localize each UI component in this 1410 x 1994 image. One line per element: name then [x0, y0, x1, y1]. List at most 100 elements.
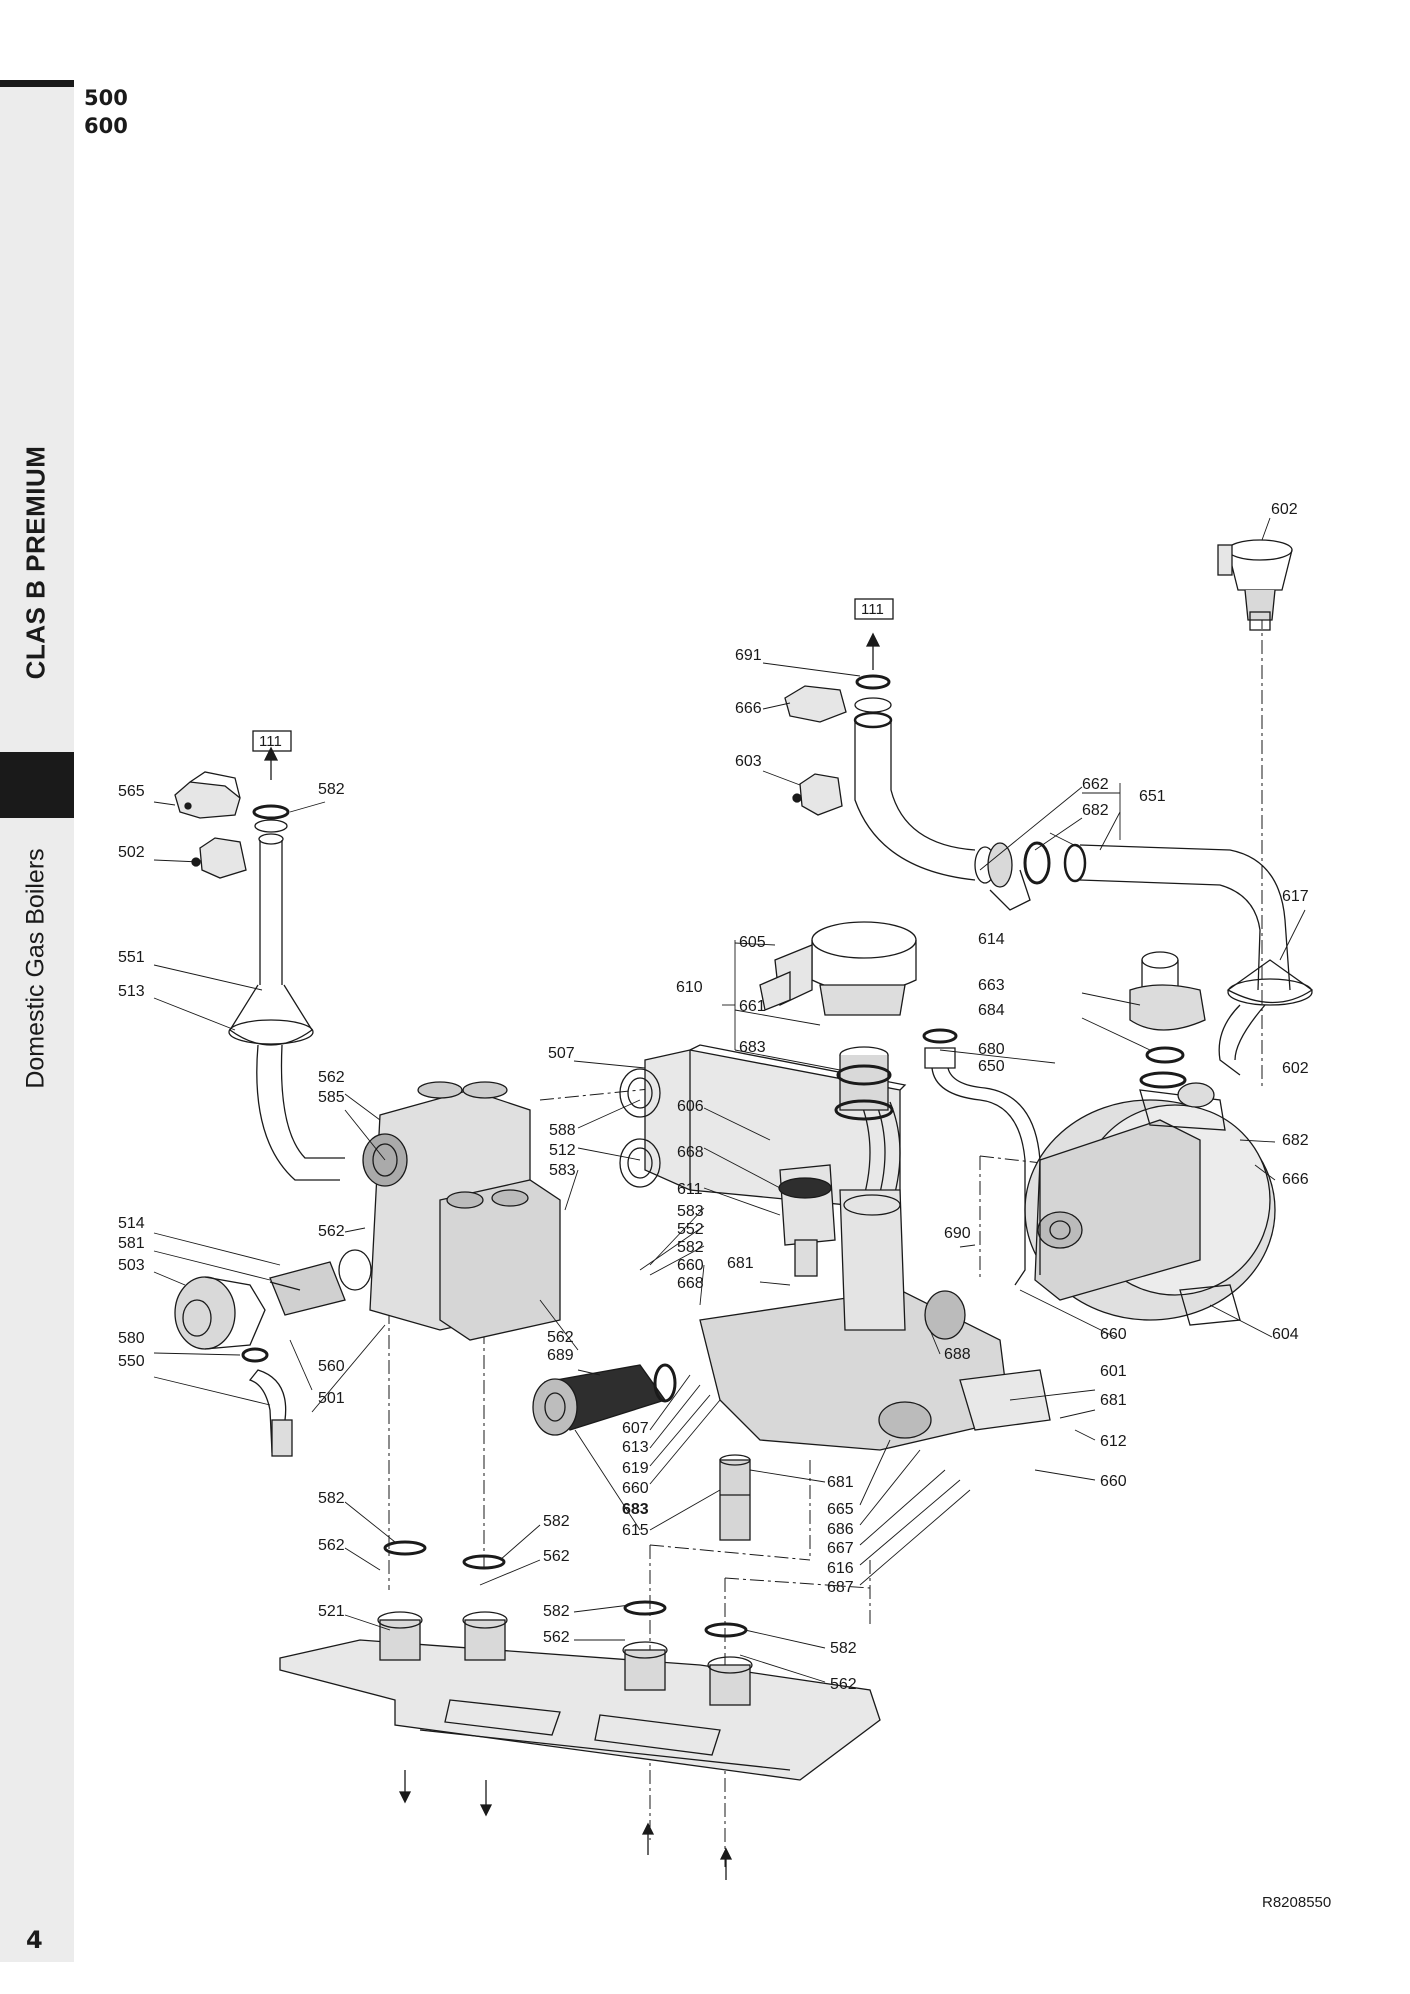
label-552: 552 [677, 1221, 704, 1238]
label-666: 666 [735, 700, 762, 717]
label-562: 562 [318, 1069, 345, 1086]
label-550: 550 [118, 1353, 145, 1370]
label-583: 583 [549, 1162, 576, 1179]
pressure-sensor-602 [1217, 539, 1293, 631]
label-521: 521 [318, 1603, 345, 1620]
label-660: 660 [622, 1480, 649, 1497]
clip-603 [792, 773, 843, 816]
o-ring-582 [623, 1600, 667, 1616]
label-681: 681 [1100, 1392, 1127, 1409]
label-582: 582 [543, 1513, 570, 1530]
label-607: 607 [622, 1420, 649, 1437]
label-684: 684 [978, 1002, 1005, 1019]
label-668: 668 [677, 1275, 704, 1292]
clip-565 [174, 771, 241, 819]
label-691: 691 [735, 647, 762, 664]
label-660: 660 [677, 1257, 704, 1274]
label-582: 582 [318, 1490, 345, 1507]
part-labels: 602 691 666 603 662 682 651 617 565 582 … [118, 501, 1309, 1693]
label-507: 507 [548, 1045, 575, 1062]
label-612: 612 [1100, 1433, 1127, 1450]
label-562: 562 [318, 1223, 345, 1240]
label-501: 501 [318, 1390, 345, 1407]
label-681: 681 [727, 1255, 754, 1272]
label-666: 666 [1282, 1171, 1309, 1188]
label-502: 502 [118, 844, 145, 861]
label-582: 582 [677, 1239, 704, 1256]
label-602: 602 [1271, 501, 1298, 518]
label-688: 688 [944, 1346, 971, 1363]
pump-604 [1024, 1089, 1276, 1326]
label-682: 682 [1082, 802, 1109, 819]
model-number-2: 600 [84, 114, 128, 138]
sidebar-top-rule [0, 80, 74, 87]
label-690: 690 [944, 1225, 971, 1242]
label-588: 588 [549, 1122, 576, 1139]
label-581: 581 [118, 1235, 145, 1252]
label-603: 603 [735, 753, 762, 770]
model-number-1: 500 [84, 86, 128, 110]
label-582: 582 [830, 1640, 857, 1657]
label-617: 617 [1282, 888, 1309, 905]
hydraulic-block-501 [362, 1081, 561, 1341]
o-ring-582 [462, 1554, 506, 1570]
flow-arrows [398, 1770, 733, 1880]
label-582: 582 [543, 1603, 570, 1620]
label-611: 611 [677, 1181, 703, 1198]
heat-exchanger-507 [619, 1044, 907, 1211]
label-660: 660 [1100, 1326, 1127, 1343]
label-616: 616 [827, 1560, 854, 1577]
cartridge-689 [532, 1363, 677, 1436]
label-551: 551 [118, 949, 145, 966]
label-562: 562 [547, 1329, 574, 1346]
label-562: 562 [830, 1676, 857, 1693]
connector-514 [269, 1249, 372, 1316]
clip-666 [784, 685, 847, 723]
gas-valve-610 [759, 921, 917, 1121]
label-583: 583 [677, 1203, 704, 1220]
label-680: 680 [978, 1041, 1005, 1058]
label-514: 514 [118, 1215, 145, 1232]
label-562: 562 [543, 1629, 570, 1646]
label-601: 601 [1100, 1363, 1127, 1380]
label-651: 651 [1139, 788, 1166, 805]
label-681: 681 [827, 1474, 854, 1491]
clip-502 [191, 837, 247, 879]
cartridge-615 [719, 1454, 751, 1541]
base-plate-521 [279, 1611, 881, 1781]
tube-551 [228, 804, 345, 1181]
o-ring-582 [383, 1540, 427, 1556]
leader-lines [153, 517, 1306, 1683]
label-687: 687 [827, 1579, 854, 1596]
label-604: 604 [1272, 1326, 1299, 1343]
label-613: 613 [622, 1439, 649, 1456]
label-562: 562 [318, 1537, 345, 1554]
label-582: 582 [318, 781, 345, 798]
label-503: 503 [118, 1257, 145, 1274]
label-682: 682 [1282, 1132, 1309, 1149]
flow-sensor-614 [1129, 951, 1215, 1108]
label-660: 660 [1100, 1473, 1127, 1490]
label-663: 663 [978, 977, 1005, 994]
label-662: 662 [1082, 776, 1109, 793]
label-602: 602 [1282, 1060, 1309, 1077]
label-661: 661 [739, 998, 766, 1015]
label-605: 605 [739, 934, 766, 951]
label-513: 513 [118, 983, 145, 1000]
label-512: 512 [549, 1142, 576, 1159]
label-610: 610 [676, 979, 703, 996]
tube-651 [853, 674, 1314, 1076]
hydraulic-block-601 [699, 1189, 1051, 1451]
page-number: 4 [26, 1926, 43, 1954]
label-667: 667 [827, 1540, 854, 1557]
sensor-668 [778, 1164, 836, 1277]
drawing-reference: R8208550 [1262, 1894, 1332, 1911]
label-665: 665 [827, 1501, 854, 1518]
label-650: 650 [978, 1058, 1005, 1075]
label-683: 683 [739, 1039, 766, 1056]
label-689: 689 [547, 1347, 574, 1364]
label-619: 619 [622, 1460, 649, 1477]
label-560: 560 [318, 1358, 345, 1375]
drawing-linework [153, 517, 1314, 1880]
filter-503 [174, 1276, 293, 1457]
